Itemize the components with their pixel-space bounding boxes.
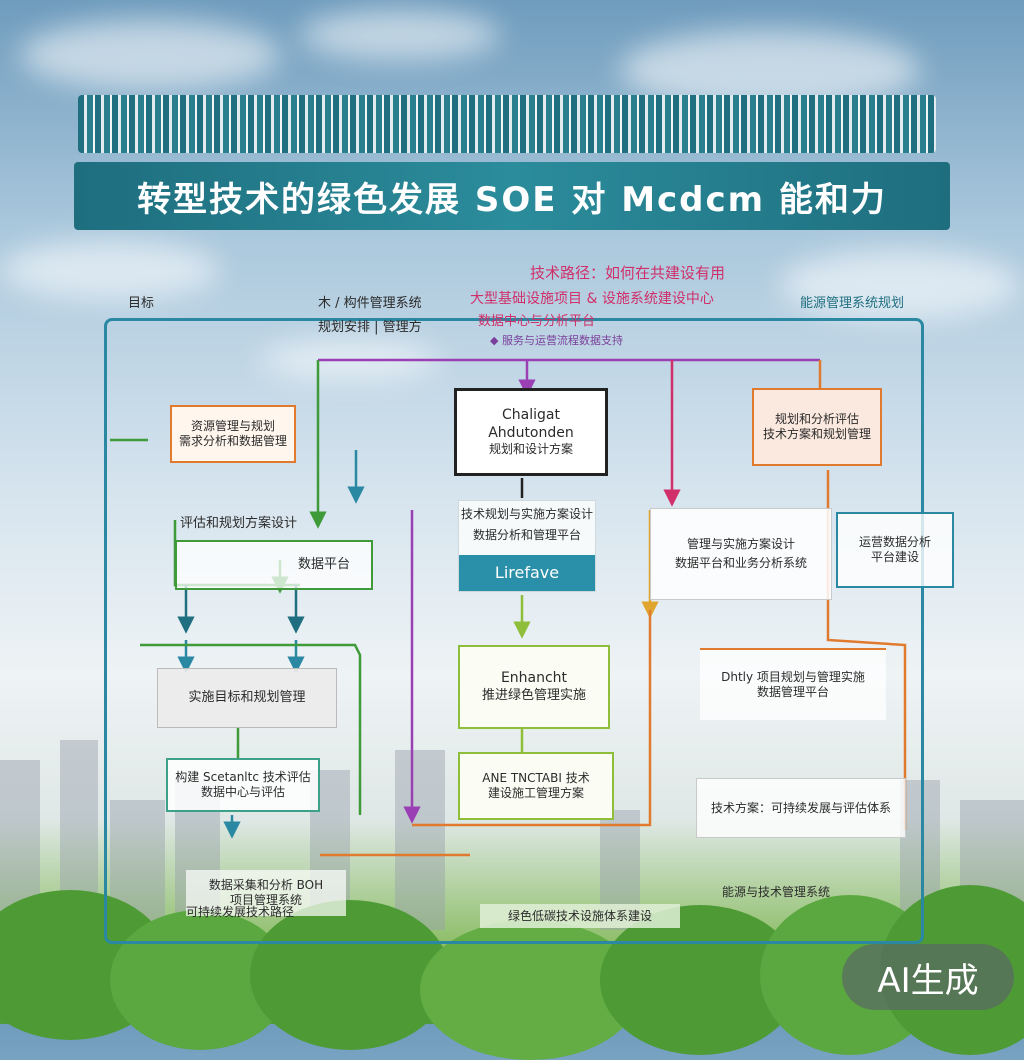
right-mid-side-box: 运营数据分析 平台建设: [836, 512, 954, 588]
left-mid2-box: 实施目标和规划管理: [157, 668, 337, 728]
note-top-right: 能源管理系统规划: [800, 292, 904, 311]
ai-generated-badge: AI生成: [842, 944, 1014, 1010]
bottom-mid-label: 绿色低碳技术设施体系建设: [480, 904, 680, 928]
right-low-box: Dhtly 项目规划与管理实施 数据管理平台: [700, 648, 886, 720]
right-mid-box: 管理与实施方案设计 数据平台和业务分析系统: [650, 508, 832, 600]
bottom-left-label: 可持续发展技术路径: [120, 900, 360, 924]
center-top-box: Chaligat Ahdutonden 规划和设计方案: [454, 388, 608, 476]
left-mid-box: 数据平台: [175, 540, 373, 590]
left-top-box: 资源管理与规划 需求分析和数据管理: [170, 405, 296, 463]
note-top-left-a: 目标: [128, 292, 154, 311]
left-mid-caption: 评估和规划方案设计: [180, 512, 297, 531]
center-sub-label: Lirefave: [459, 555, 595, 591]
note-top-left-b: 木 / 构件管理系统: [318, 292, 422, 311]
right-low2-box: 技术方案：可持续发展与评估体系: [696, 778, 906, 838]
note-top-left-c: 规划安排 | 管理方: [318, 316, 422, 335]
center-sub-box: 技术规划与实施方案设计 数据分析和管理平台 Lirefave: [458, 500, 596, 592]
note-top-center-2: 大型基础设施项目 & 设施系统建设中心: [470, 288, 714, 308]
right-top-box: 规划和分析评估 技术方案和规划管理: [752, 388, 882, 466]
bottom-right-label: 能源与技术管理系统: [676, 880, 876, 904]
note-top-center-1: 技术路径：如何在共建设有用: [530, 262, 725, 283]
center-low-box: ANE TNCTABI 技术 建设施工管理方案: [458, 752, 614, 820]
center-mid-box: Enhancht 推进绿色管理实施: [458, 645, 610, 729]
note-top-center-3: 数据中心与分析平台: [478, 310, 595, 329]
note-top-center-4: ◆ 服务与运营流程数据支持: [490, 332, 623, 348]
left-low-box: 构建 Scetanltc 技术评估 数据中心与评估: [166, 758, 320, 812]
